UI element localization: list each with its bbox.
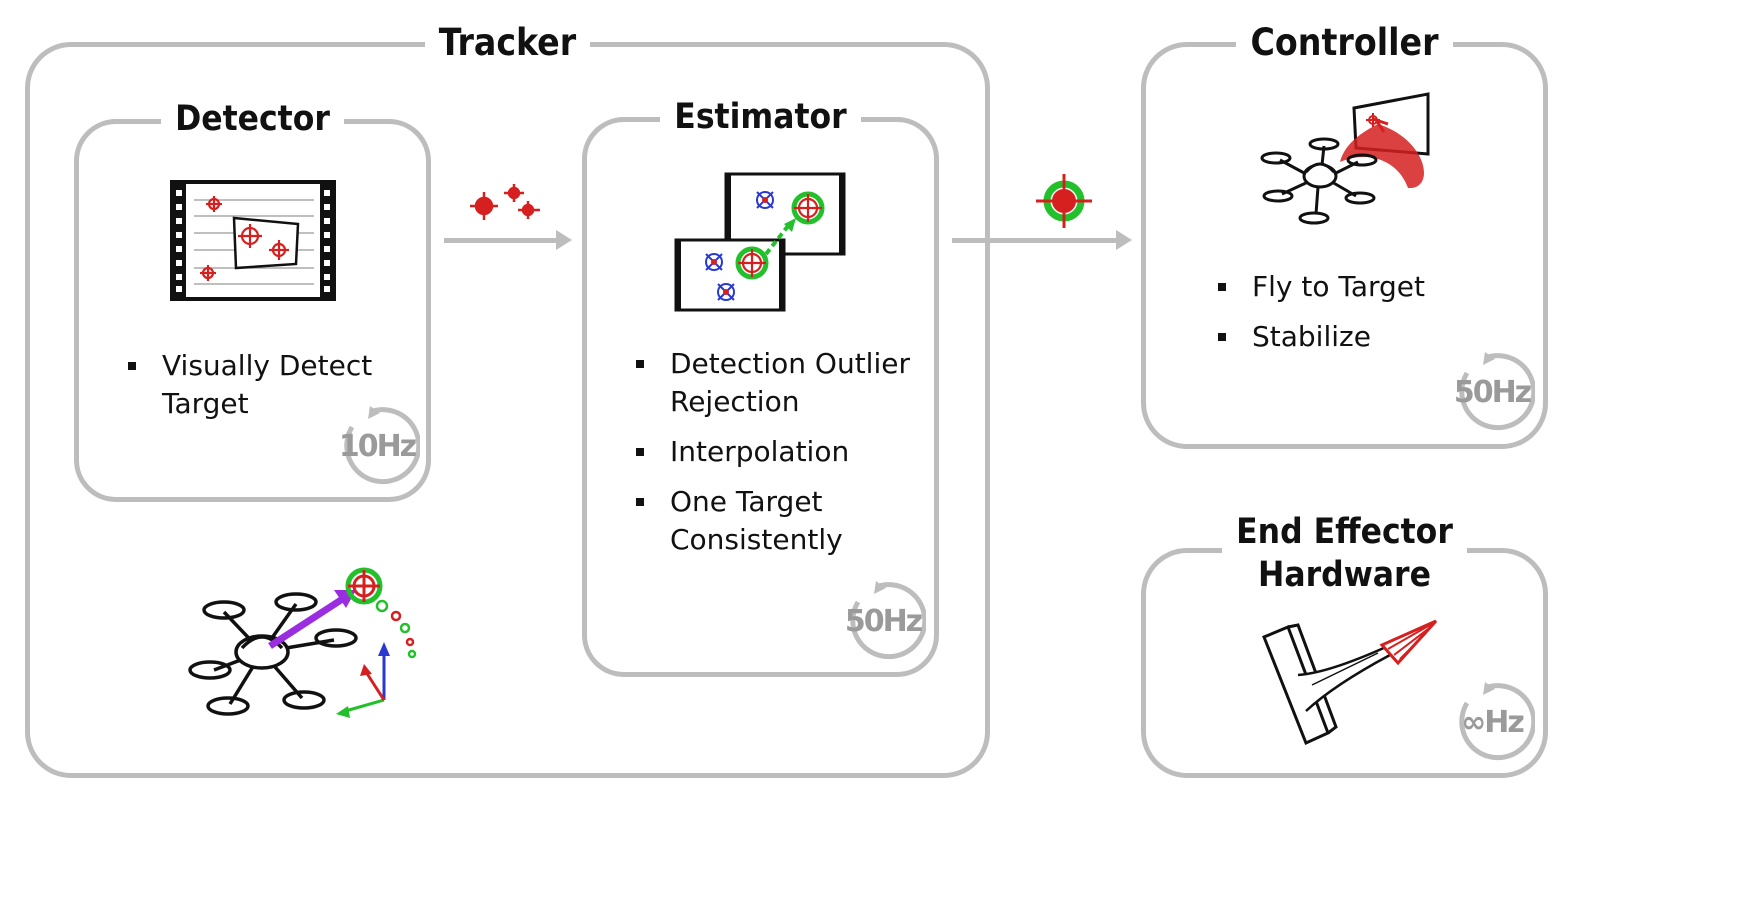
- two-frames-with-tracked-targets-icon: [674, 172, 846, 312]
- estimator-rate: 50Hz: [840, 579, 928, 665]
- tracker-to-controller-arrow: [952, 230, 1132, 250]
- controller-title: Controller: [1146, 21, 1543, 71]
- detector-rate: 10Hz: [334, 404, 422, 490]
- detector-box: Detector: [74, 99, 431, 502]
- end-effector-title: End Effector Hardware: [1146, 511, 1543, 597]
- end-effector-tool-icon: [1262, 619, 1438, 746]
- tracked-target-icon: [1036, 174, 1092, 228]
- estimator-bullets: Detection Outlier Rejection Interpolatio…: [632, 345, 922, 571]
- detector-title: Detector: [79, 99, 426, 149]
- estimator-box: Estimator: [582, 97, 939, 677]
- estimator-title: Estimator: [587, 97, 934, 147]
- controller-box: Controller: [1141, 21, 1548, 449]
- tracker-box: Tracker: [25, 21, 990, 778]
- circular-refresh-arrow-icon: [344, 406, 422, 485]
- film-frame-with-targets-icon: [170, 180, 336, 301]
- end-effector-box: End Effector Hardware: [1141, 511, 1548, 778]
- detected-targets-icon: [470, 184, 540, 220]
- circular-refresh-arrow-icon: [1459, 682, 1537, 761]
- drone-flying-to-screen-target-icon: [1260, 92, 1430, 225]
- hexacopter-with-target-vector-icon: [188, 567, 417, 718]
- estimator-bullet: One Target Consistently: [632, 483, 922, 559]
- controller-bullets: Fly to Target Stabilize: [1214, 268, 1514, 368]
- end-effector-rate: ∞Hz: [1449, 680, 1537, 766]
- controller-rate: 50Hz: [1449, 350, 1537, 436]
- controller-bullet: Stabilize: [1214, 318, 1514, 356]
- tracker-title: Tracker: [30, 21, 985, 71]
- circular-refresh-arrow-icon: [1459, 352, 1537, 431]
- detector-bullets: Visually Detect Target: [124, 347, 414, 435]
- detector-bullet: Visually Detect Target: [124, 347, 414, 423]
- estimator-bullet: Detection Outlier Rejection: [632, 345, 922, 421]
- controller-bullet: Fly to Target: [1214, 268, 1514, 306]
- detector-to-estimator-arrow: [444, 230, 572, 250]
- circular-refresh-arrow-icon: [850, 581, 928, 660]
- estimator-bullet: Interpolation: [632, 433, 922, 471]
